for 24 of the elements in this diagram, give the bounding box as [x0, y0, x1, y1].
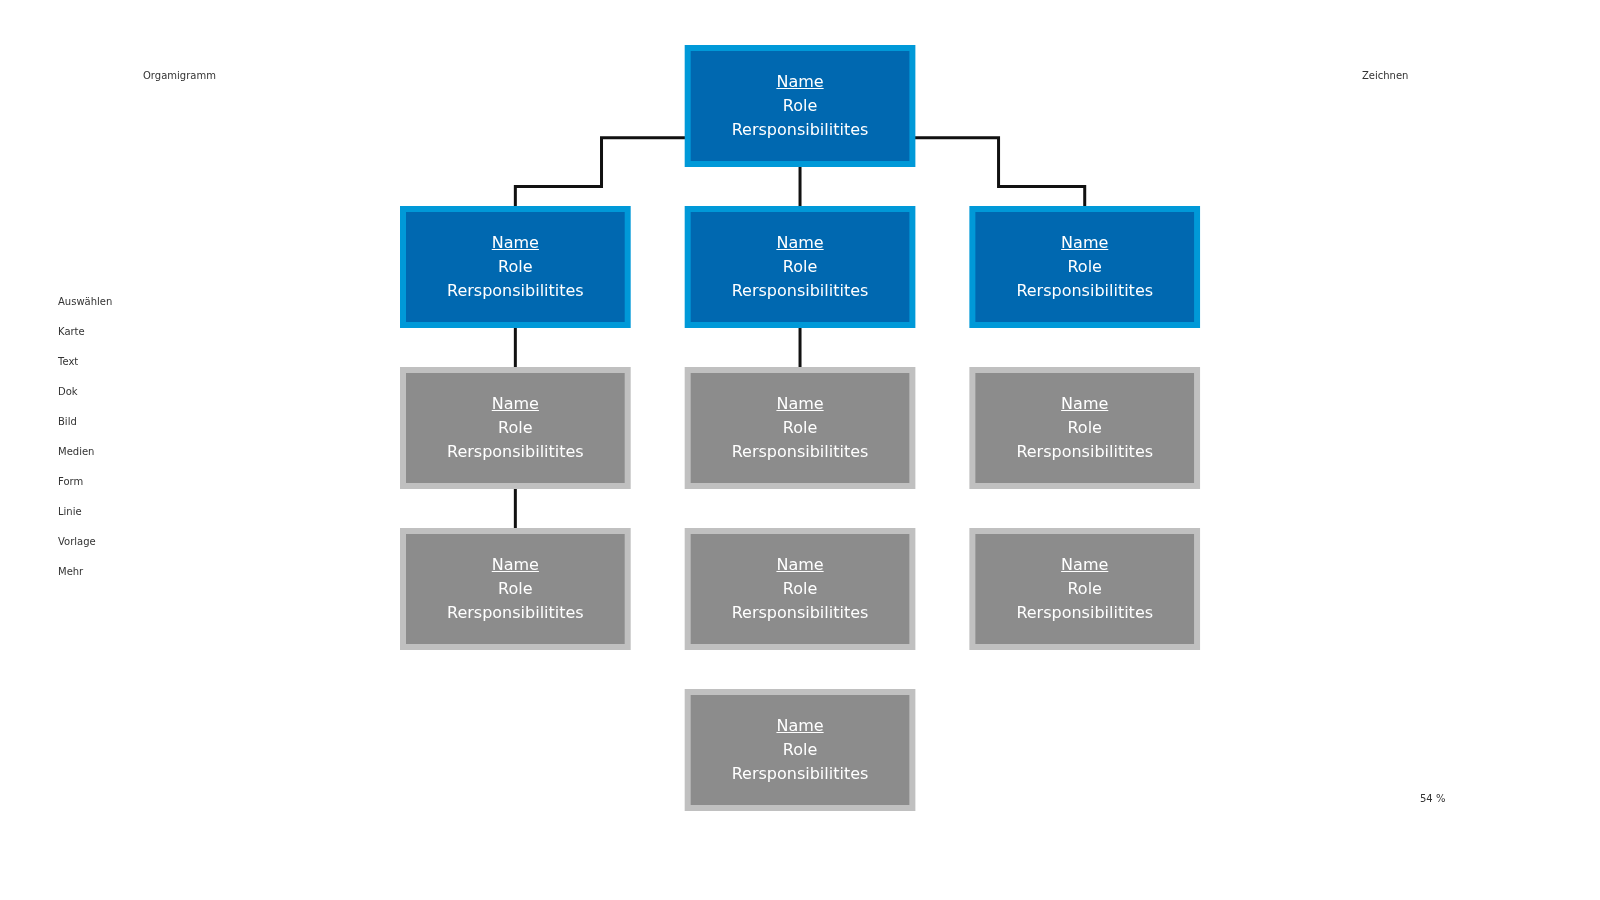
- node-box: Name Role Rersponsibilitites: [684, 367, 916, 489]
- board-title: Orgamigramm: [143, 70, 216, 81]
- node-box: Name Role Rersponsibilitites: [399, 206, 631, 328]
- tool-label: Linie: [58, 506, 82, 517]
- tool-label: Form: [58, 476, 84, 487]
- node-box: Name Role Rersponsibilitites: [399, 367, 631, 489]
- tool-label: Mehr: [58, 566, 84, 577]
- node-box: Name Role Rersponsibilitites: [684, 45, 916, 167]
- node-box: Name Role Rersponsibilitites: [969, 206, 1201, 328]
- tool-label: Dok: [58, 386, 78, 397]
- node-box: Name Role Rersponsibilitites: [399, 528, 631, 650]
- tool-label: Karte: [58, 326, 85, 337]
- tool-label: Auswählen: [58, 296, 113, 307]
- tool-label: Medien: [58, 446, 95, 457]
- node-box: Name Role Rersponsibilitites: [969, 528, 1201, 650]
- tool-label: Vorlage: [58, 536, 96, 547]
- node-box: Name Role Rersponsibilitites: [969, 367, 1201, 489]
- node-box: Name Role Rersponsibilitites: [684, 689, 916, 811]
- toolbar-label: Zeichnen: [1362, 70, 1409, 81]
- node-box: Name Role Rersponsibilitites: [684, 528, 916, 650]
- zoom-level: 54 %: [1420, 793, 1446, 804]
- tool-label: Text: [58, 356, 79, 367]
- tool-label: Bild: [58, 416, 77, 427]
- node-box: Name Role Rersponsibilitites: [684, 206, 916, 328]
